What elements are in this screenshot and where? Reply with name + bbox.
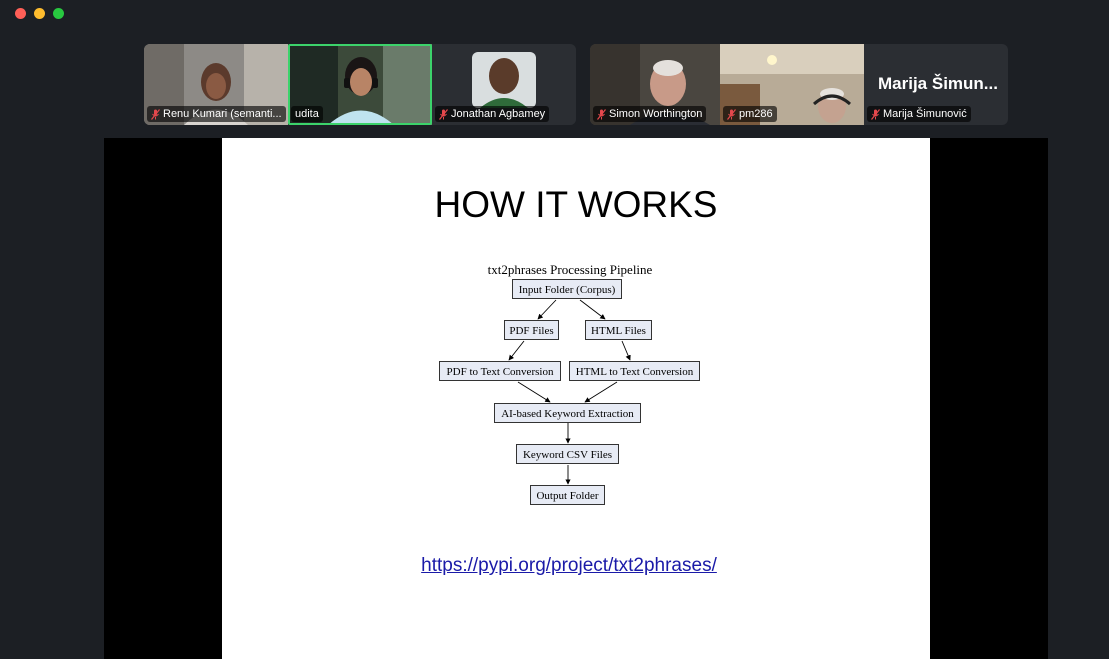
arrow-pdf2txt-to-extract bbox=[517, 381, 551, 403]
participant-name-tag: pm286 bbox=[723, 106, 777, 122]
node-pdf-to-text: PDF to Text Conversion bbox=[439, 361, 561, 381]
maximize-window-button[interactable] bbox=[53, 8, 64, 19]
mic-muted-icon bbox=[597, 108, 606, 120]
diagram-title: txt2phrases Processing Pipeline bbox=[487, 262, 653, 277]
pypi-link[interactable]: https://pypi.org/project/txt2phrases/ bbox=[421, 555, 717, 576]
participant-tile[interactable]: Marija Šimun... Marija Šimunović bbox=[864, 44, 1008, 125]
minimize-window-button[interactable] bbox=[34, 8, 45, 19]
participant-tile[interactable]: Jonathan Agbamey bbox=[432, 44, 576, 125]
participant-name-tag: Jonathan Agbamey bbox=[435, 106, 550, 122]
participant-tile-active-speaker[interactable]: udita bbox=[288, 44, 432, 125]
participant-name-tag: udita bbox=[291, 106, 323, 122]
node-html-to-text: HTML to Text Conversion bbox=[569, 361, 700, 381]
mic-muted-icon bbox=[151, 108, 160, 120]
close-window-button[interactable] bbox=[15, 8, 26, 19]
arrow-input-to-pdf bbox=[537, 299, 557, 320]
node-input-folder: Input Folder (Corpus) bbox=[512, 279, 622, 299]
participant-name-tag: Simon Worthington bbox=[593, 106, 707, 122]
node-keyword-csv: Keyword CSV Files bbox=[516, 444, 619, 464]
arrow-html-to-html2txt bbox=[621, 340, 631, 361]
pipeline-arrows bbox=[508, 299, 631, 485]
mic-muted-icon bbox=[439, 108, 448, 120]
mic-muted-icon bbox=[727, 108, 736, 120]
presentation-slide: HOW IT WORKS txt2phrases Processing Pipe… bbox=[222, 138, 930, 659]
screen-share-view: HOW IT WORKS txt2phrases Processing Pipe… bbox=[104, 138, 1048, 659]
node-keyword-extraction: AI-based Keyword Extraction bbox=[494, 403, 641, 423]
participant-tile[interactable]: Simon Worthington bbox=[590, 44, 720, 125]
participant-name-tag: Marija Šimunović bbox=[867, 106, 971, 122]
participant-name-tag: Renu Kumari (semanti... bbox=[147, 106, 286, 122]
participant-tile[interactable]: Renu Kumari (semanti... bbox=[144, 44, 288, 125]
participant-tile[interactable]: pm286 bbox=[720, 44, 864, 125]
arrow-pdf-to-pdf2txt bbox=[508, 340, 525, 361]
participant-gallery-left: Renu Kumari (semanti... udita bbox=[144, 44, 576, 125]
slide-title: HOW IT WORKS bbox=[434, 184, 718, 225]
participant-gallery-right: Simon Worthington pm286 bbox=[590, 44, 1008, 125]
arrow-html2txt-to-extract bbox=[584, 381, 618, 403]
arrow-input-to-html bbox=[579, 299, 606, 320]
window-controls bbox=[15, 8, 64, 19]
mic-muted-icon bbox=[871, 108, 880, 120]
node-output-folder: Output Folder bbox=[530, 485, 605, 505]
participant-display-name: Marija Šimun... bbox=[878, 74, 998, 93]
node-html-files: HTML Files bbox=[585, 320, 652, 340]
node-pdf-files: PDF Files bbox=[504, 320, 559, 340]
